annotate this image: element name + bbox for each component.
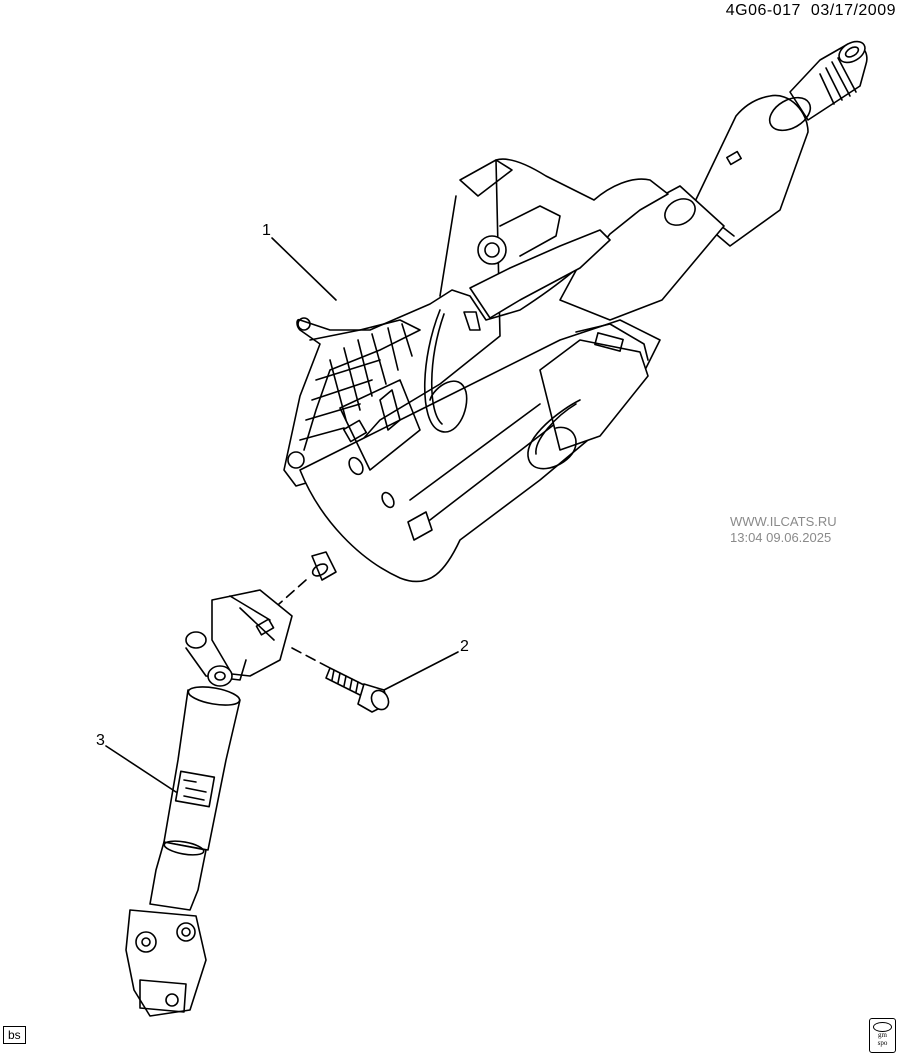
- intermediate-steering-shaft[interactable]: [125, 589, 293, 1017]
- logo-cylinder-icon: [873, 1022, 892, 1032]
- callout-1[interactable]: 1: [262, 222, 271, 239]
- watermark: WWW.ILCATS.RU 13:04 09.06.2025: [730, 514, 837, 546]
- watermark-site: WWW.ILCATS.RU: [730, 514, 837, 529]
- diagram-header: 4G06-017 03/17/2009: [716, 2, 896, 20]
- diagram-code: 4G06-017: [725, 2, 801, 19]
- leader-line-2: [383, 651, 459, 691]
- bolt[interactable]: [325, 667, 392, 713]
- watermark-timestamp: 13:04 09.06.2025: [730, 530, 832, 545]
- callout-3[interactable]: 3: [96, 732, 105, 749]
- steering-column-assembly[interactable]: [283, 37, 869, 583]
- leader-line-1: [271, 237, 337, 301]
- bs-badge: bs: [3, 1026, 26, 1044]
- leader-line-3: [105, 745, 177, 793]
- callout-2[interactable]: 2: [460, 638, 469, 655]
- diagram-date: 03/17/2009: [810, 2, 896, 19]
